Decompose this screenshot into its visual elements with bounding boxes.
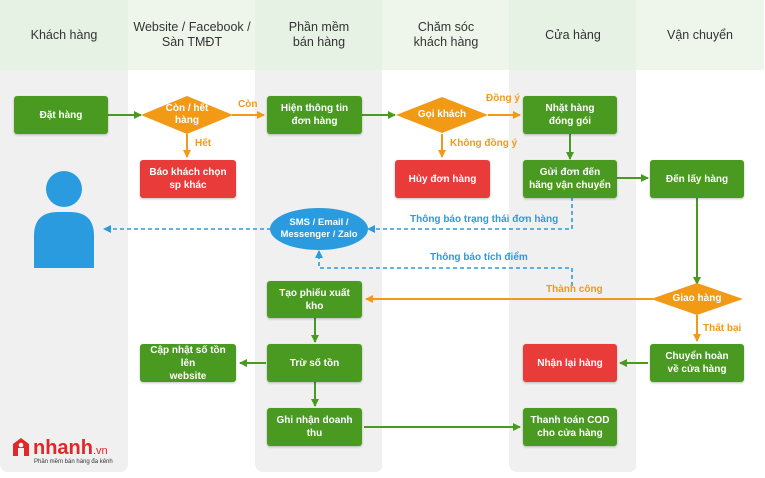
node-nhat-hang: Nhặt hàng đóng gói — [523, 96, 617, 134]
node-nhan-lai: Nhận lại hàng — [523, 344, 617, 382]
node-den-lay-hang: Đến lấy hàng — [650, 160, 744, 198]
node-dat-hang: Đặt hàng — [14, 96, 108, 134]
lane-header-cua-hang: Cửa hàng — [509, 0, 637, 70]
node-hien-thong-tin: Hiện thông tin đơn hàng — [267, 96, 362, 134]
edge-label-dong-y: Đồng ý — [486, 93, 520, 104]
lane-header-van-chuyen: Vận chuyển — [636, 0, 764, 70]
nhanh-logo-brand: nhanh — [33, 437, 93, 459]
diamond-goi-khach-label: Gọi khách — [417, 109, 467, 120]
nhanh-logo-tagline: Phần mềm bán hàng đa kênh — [34, 459, 113, 465]
lane-background-cham-soc — [382, 0, 510, 472]
node-thanh-toan: Thanh toán COD cho cửa hàng — [523, 408, 617, 446]
edge-label-khong-dong-y: Không đồng ý — [450, 138, 518, 149]
node-chuyen-hoan: Chuyển hoàn về cửa hàng — [650, 344, 744, 382]
lane-header-website: Website / Facebook / Sàn TMĐT — [128, 0, 256, 70]
edge-label-thong-bao-trang-thai: Thông báo trạng thái đơn hàng — [410, 214, 559, 225]
arrow-thong-bao-trang-thai — [367, 197, 573, 233]
lane-header-phan-mem: Phần mềm bán hàng — [255, 0, 383, 70]
diamond-goi-khach — [396, 97, 488, 133]
diamond-con-het-hang — [141, 96, 233, 134]
node-tao-phieu: Tạo phiếu xuất kho — [267, 281, 362, 318]
node-ghi-nhan: Ghi nhận doanh thu — [267, 408, 362, 446]
node-gui-don: Gửi đơn đến hãng vận chuyển — [523, 160, 617, 198]
ellipse-sms — [270, 208, 368, 250]
lane-background-van-chuyen — [636, 0, 764, 472]
node-cap-nhat: Cập nhật số tồn lên website — [140, 344, 236, 382]
lane-header-cham-soc: Chăm sóc khách hàng — [382, 0, 510, 70]
nhanh-logo-icon — [13, 438, 29, 456]
lane-background-website — [128, 0, 256, 472]
customer-person-icon — [34, 171, 94, 268]
lane-background-cua-hang — [509, 0, 637, 472]
edge-label-con: Còn — [238, 99, 258, 110]
edge-label-that-bai: Thất bại — [703, 323, 742, 334]
nhanh-logo-suffix: .vn — [93, 445, 108, 457]
arrow-thong-bao-tich-diem — [315, 250, 573, 286]
diamond-con-het-label: Còn / hết hàng — [165, 103, 209, 126]
node-tru-so-ton: Trừ số tồn — [267, 344, 362, 382]
node-bao-khach: Báo khách chọn sp khác — [140, 160, 236, 198]
lane-header-khach-hang: Khách hàng — [0, 0, 128, 70]
ellipse-sms-label: SMS / Email / Messenger / Zalo — [280, 217, 358, 240]
nhanh-logo: nhanh .vn Phần mềm bán hàng đa kênh — [10, 436, 113, 465]
edge-label-het: Hết — [195, 138, 212, 149]
diamond-giao-hang — [651, 283, 743, 315]
node-huy-don: Hủy đơn hàng — [395, 160, 490, 198]
edge-label-thanh-cong: Thành công — [546, 284, 603, 295]
edge-label-thong-bao-tich-diem: Thông báo tích điểm — [430, 252, 528, 263]
diamond-giao-hang-label: Giao hàng — [672, 293, 722, 304]
